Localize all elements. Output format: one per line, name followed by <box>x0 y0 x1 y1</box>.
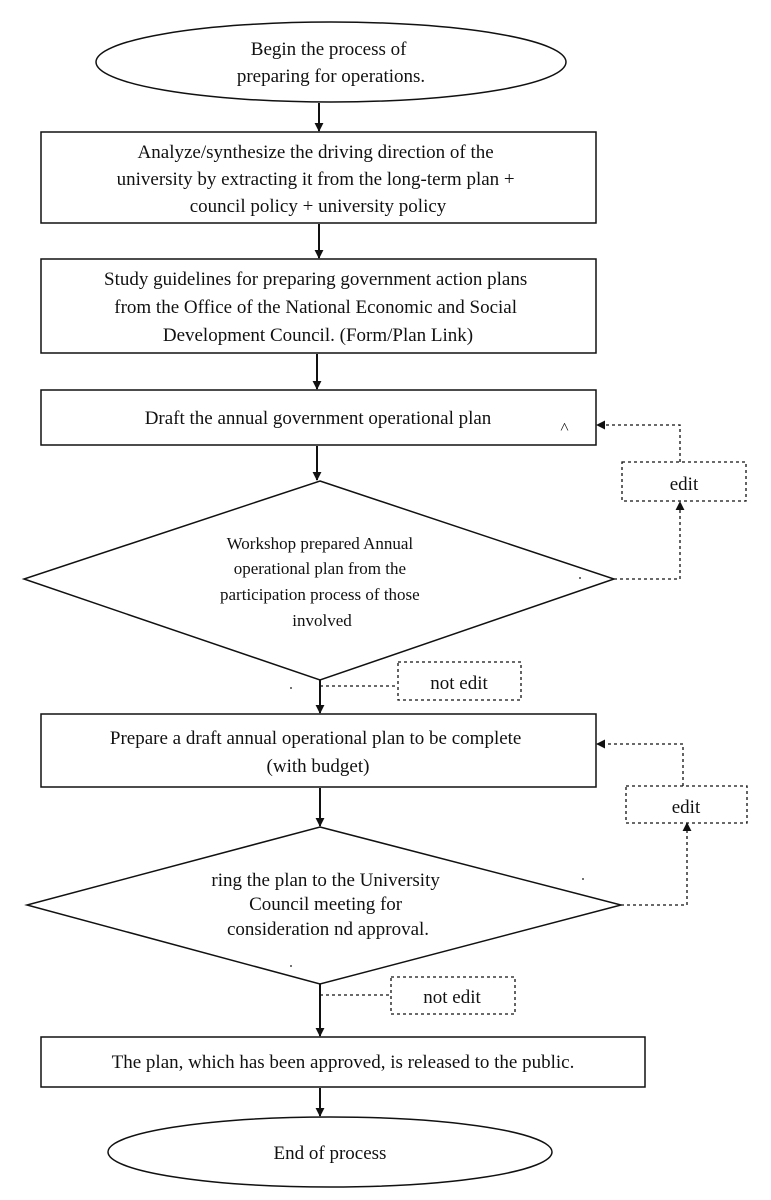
not-edit-2-box <box>390 976 516 1015</box>
draft-line-1: Draft the annual government operational … <box>145 408 492 429</box>
prepare-process-box: Prepare a draft annual operational plan … <box>40 713 597 788</box>
council-line-2: Council meeting for <box>249 894 403 915</box>
start-terminal: Begin the process of preparing for opera… <box>95 21 567 103</box>
prepare-line-1: Prepare a draft annual operational plan … <box>110 728 522 749</box>
end-line-1: End of process <box>274 1143 387 1164</box>
not-edit-1-box <box>397 661 522 701</box>
edit-2-connector-return <box>596 739 684 786</box>
not-edit-branch-1: not edit <box>315 661 522 714</box>
svg-text:Prepare a draft annual operati: Prepare a draft annual operational plan … <box>110 728 526 777</box>
council-line-3: consideration nd approval. <box>227 919 429 940</box>
speck-dot <box>582 878 584 880</box>
study-line-3: Development Council. (Form/Plan Link) <box>163 325 473 346</box>
edit-1-box <box>621 461 747 502</box>
edit-1-label: edit <box>670 474 699 495</box>
analyze-line-2: university by extracting it from the lon… <box>117 169 515 190</box>
edit-loop-1: edit <box>596 420 747 580</box>
workshop-line-3: participation process of those <box>220 585 420 604</box>
analyze-line-3: council policy + university policy <box>190 196 447 217</box>
start-line-2: preparing for operations. <box>237 66 425 87</box>
council-line-1: ring the plan to the University <box>211 870 440 891</box>
workshop-line-1: Workshop prepared Annual <box>227 534 414 553</box>
caret-mark: ˄ <box>560 419 569 436</box>
study-line-2: from the Office of the National Economic… <box>114 297 517 318</box>
study-process-box: Study guidelines for preparing governmen… <box>40 258 597 354</box>
svg-text:ring the plan to the Universit: ring the plan to the University Council … <box>211 870 444 940</box>
svg-text:Study guidelines for preparing: Study guidelines for preparing governmen… <box>104 269 532 346</box>
edit-1-connector-return <box>596 420 681 462</box>
edit-loop-2: edit <box>596 739 748 906</box>
svg-text:Draft the annual government op: Draft the annual government operational … <box>145 408 492 429</box>
speck-dot <box>290 687 292 689</box>
not-edit-2-label: not edit <box>423 987 481 1008</box>
release-process-box: The plan, which has been approved, is re… <box>40 1036 646 1088</box>
svg-text:Workshop prepared Annual: Workshop prepared Annual operational pla… <box>220 534 424 630</box>
edit-2-box <box>625 785 748 824</box>
workshop-line-4: involved <box>292 611 352 630</box>
analyze-process-box: Analyze/synthesize the driving direction… <box>40 131 597 224</box>
svg-text:Begin the process of pre: Begin the process of preparing for opera… <box>237 39 425 87</box>
start-line-1: Begin the process of <box>251 39 407 60</box>
prepare-line-2: (with budget) <box>267 756 370 777</box>
workshop-line-2: operational plan from the <box>234 559 406 578</box>
svg-text:End of process: End of process <box>274 1143 387 1164</box>
analyze-line-1: Analyze/synthesize the driving direction… <box>138 142 494 163</box>
workshop-decision: Workshop prepared Annual operational pla… <box>21 480 617 681</box>
edit-2-label: edit <box>672 797 701 818</box>
edit-1-connector-up <box>614 501 685 580</box>
end-terminal: End of process <box>107 1116 553 1188</box>
not-edit-branch-2: not edit <box>315 976 516 1037</box>
not-edit-1-label: not edit <box>430 673 488 694</box>
release-line-1: The plan, which has been approved, is re… <box>112 1052 575 1073</box>
study-line-1: Study guidelines for preparing governmen… <box>104 269 527 290</box>
svg-text:Analyze/synthesize the driving: Analyze/synthesize the driving direction… <box>117 142 520 217</box>
speck-dot <box>290 965 292 967</box>
svg-text:The plan, which has been appro: The plan, which has been approved, is re… <box>112 1052 575 1073</box>
speck-dot <box>579 577 581 579</box>
council-decision: ring the plan to the University Council … <box>24 826 624 985</box>
edit-2-connector-up <box>621 822 692 906</box>
draft-process-box: Draft the annual government operational … <box>40 389 597 446</box>
